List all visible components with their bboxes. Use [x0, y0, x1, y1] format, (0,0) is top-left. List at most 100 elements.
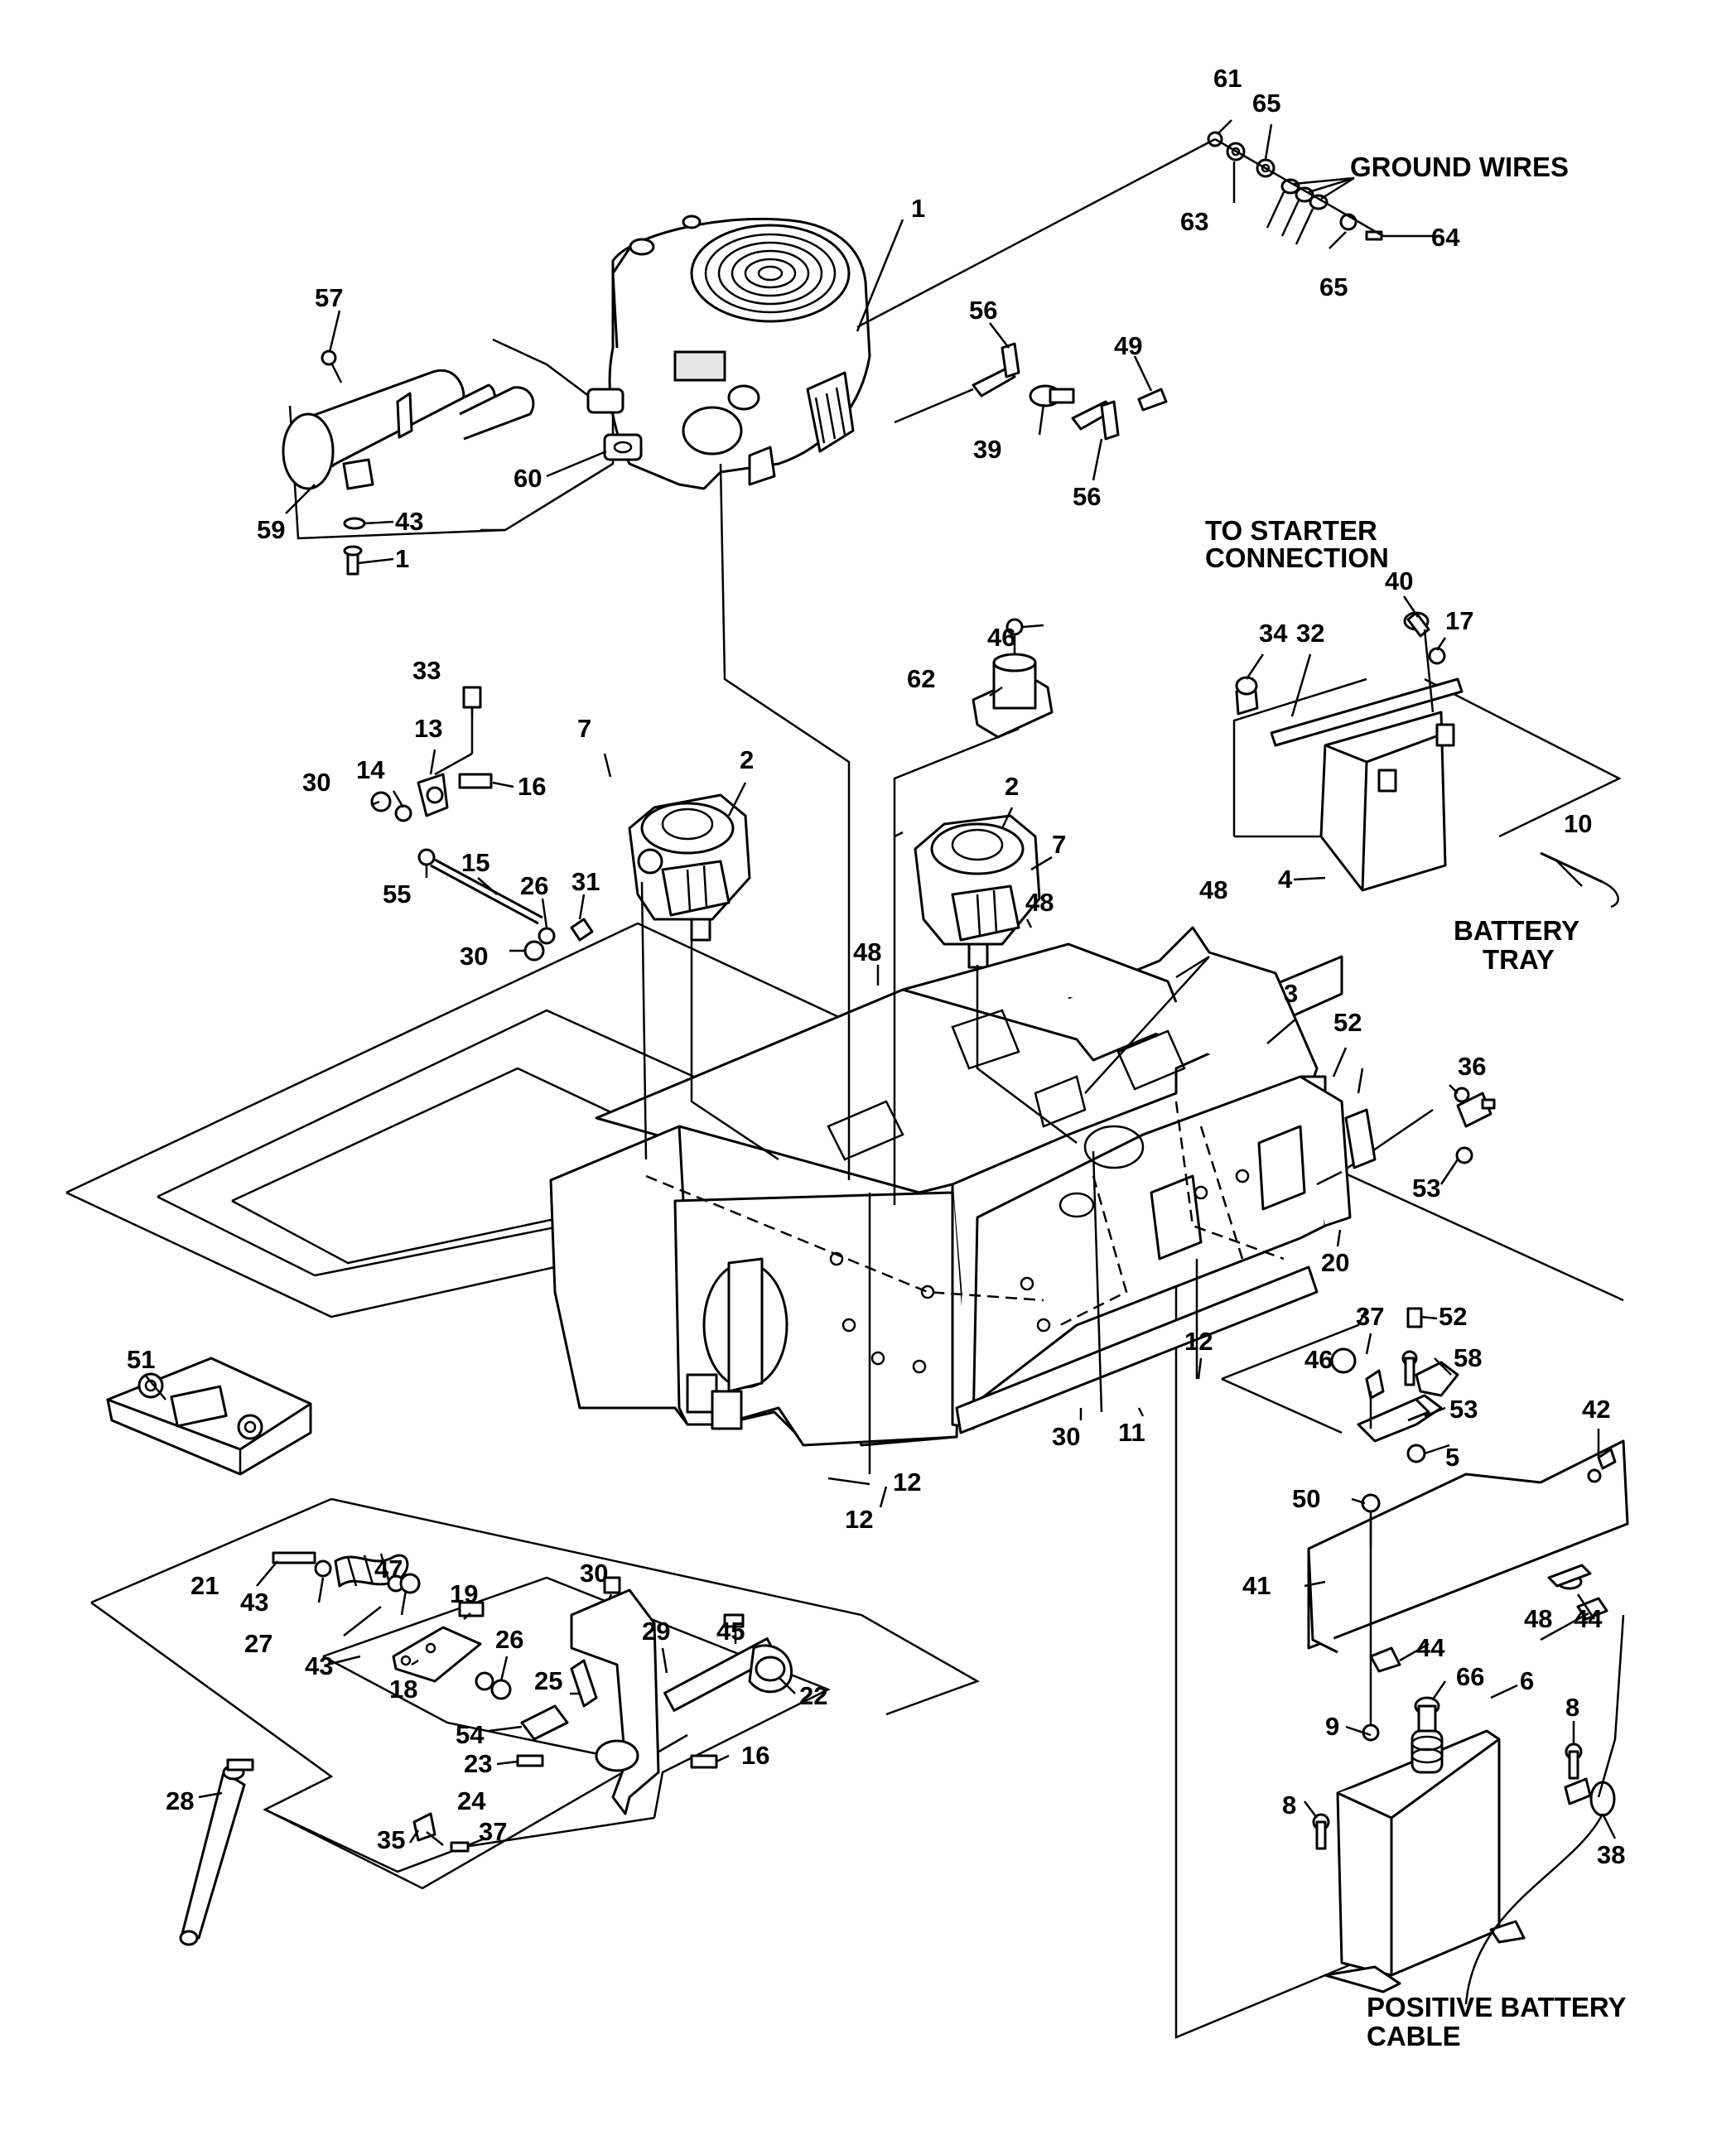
label-to-starter-line1: TO STARTER: [1205, 515, 1377, 546]
callout-64: 64: [1431, 223, 1460, 252]
callout-43: 43: [240, 1588, 268, 1617]
label-ground-wires: GROUND WIRES: [1350, 152, 1569, 182]
callout-4: 4: [1278, 865, 1293, 894]
engine: [608, 214, 871, 490]
callout-12: 12: [1184, 1327, 1213, 1356]
callout-53: 53: [1449, 1395, 1478, 1424]
callout-13: 13: [414, 714, 442, 743]
linkage-rod: [370, 686, 594, 962]
solenoid-62: [972, 618, 1054, 739]
callout-29: 29: [642, 1617, 670, 1646]
gasket-60: [603, 433, 643, 461]
engine-decal: [673, 350, 726, 382]
callout-36: 36: [1458, 1052, 1486, 1081]
callout-44: 44: [1574, 1604, 1603, 1633]
callout-15: 15: [461, 848, 489, 877]
callout-48: 48: [1524, 1604, 1552, 1633]
callout-21: 21: [190, 1571, 219, 1600]
callout-48: 48: [1025, 888, 1054, 917]
callout-62: 62: [907, 664, 935, 693]
callout-43: 43: [305, 1651, 333, 1680]
callout-6: 6: [1520, 1666, 1534, 1695]
callout-22: 22: [799, 1681, 827, 1710]
callout-46: 46: [1304, 1345, 1333, 1374]
callout-30: 30: [580, 1559, 608, 1588]
callout-55: 55: [383, 880, 411, 909]
callout-25: 25: [534, 1666, 562, 1695]
label-positive-cable-line1: POSITIVE BATTERY: [1367, 1992, 1627, 2022]
label-positive-cable-line2: CABLE: [1367, 2021, 1461, 2051]
callout-16: 16: [741, 1741, 769, 1770]
callout-20: 20: [1321, 1248, 1349, 1277]
control-panel-51: [106, 1357, 312, 1476]
label-battery-tray-line2: TRAY: [1483, 944, 1555, 975]
callout-37: 37: [1356, 1302, 1384, 1331]
callout-48: 48: [1199, 875, 1227, 904]
callout-41: 41: [1242, 1571, 1271, 1600]
callout-44: 44: [1416, 1633, 1445, 1662]
battery-hold-down-32: [1270, 677, 1464, 747]
callout-34: 34: [1259, 619, 1288, 648]
callout-47: 47: [374, 1555, 403, 1583]
callout-2: 2: [740, 745, 754, 774]
callout-52: 52: [1439, 1302, 1467, 1331]
callout-39: 39: [973, 435, 1001, 464]
callout-30: 30: [460, 942, 488, 971]
callout-65: 65: [1252, 89, 1280, 118]
callout-42: 42: [1582, 1395, 1610, 1424]
callout-30: 30: [302, 768, 330, 797]
callout-7: 7: [577, 714, 591, 743]
callout-1: 1: [911, 194, 925, 223]
callout-61: 61: [1213, 64, 1242, 93]
callout-26: 26: [495, 1625, 523, 1654]
callout-50: 50: [1292, 1484, 1320, 1513]
ground-wire-hardware: [856, 131, 1384, 329]
callout-11: 11: [1118, 1418, 1145, 1447]
callout-12: 12: [845, 1505, 873, 1534]
callout-8: 8: [1282, 1791, 1296, 1820]
callout-52: 52: [1333, 1008, 1362, 1037]
right-brackets: [1307, 1087, 1629, 1742]
callout-65: 65: [1319, 272, 1348, 301]
pedal-linkage: [179, 1551, 793, 1946]
callout-28: 28: [166, 1786, 194, 1815]
callout-10: 10: [1564, 809, 1592, 838]
callout-17: 17: [1445, 606, 1473, 635]
callout-5: 5: [1445, 1443, 1459, 1472]
callout-40: 40: [1385, 566, 1413, 595]
callout-26: 26: [520, 871, 548, 900]
callout-33: 33: [412, 656, 441, 685]
callout-38: 38: [1597, 1840, 1625, 1869]
callout-labels: GROUND WIRES TO STARTER CONNECTION BATTE…: [127, 64, 1627, 2051]
callout-56: 56: [1073, 482, 1101, 511]
callout-2: 2: [1005, 772, 1019, 801]
callout-31: 31: [571, 867, 600, 896]
callout-27: 27: [244, 1629, 272, 1658]
callout-35: 35: [377, 1825, 405, 1854]
callout-18: 18: [389, 1675, 417, 1704]
callout-1: 1: [395, 544, 409, 573]
leader-lines: [144, 119, 1625, 2005]
callout-51: 51: [127, 1345, 155, 1374]
callout-19: 19: [450, 1579, 478, 1608]
callout-32: 32: [1296, 619, 1324, 648]
callout-14: 14: [356, 755, 385, 784]
callout-49: 49: [1114, 331, 1142, 360]
battery: [1235, 611, 1619, 909]
callout-54: 54: [456, 1720, 485, 1749]
muffler: [282, 349, 643, 576]
label-battery-tray-line1: BATTERY: [1454, 915, 1579, 946]
callout-58: 58: [1454, 1343, 1482, 1372]
callout-3: 3: [1284, 979, 1298, 1008]
callout-12: 12: [893, 1468, 921, 1497]
callout-66: 66: [1456, 1662, 1484, 1691]
callout-8: 8: [1565, 1693, 1579, 1722]
callout-60: 60: [514, 464, 542, 493]
callout-48: 48: [853, 938, 881, 966]
hydro-pump-right: [914, 814, 1041, 969]
callout-7: 7: [1052, 830, 1066, 859]
main-frame: [549, 926, 1377, 1447]
callout-24: 24: [457, 1786, 486, 1815]
callout-23: 23: [464, 1749, 492, 1778]
